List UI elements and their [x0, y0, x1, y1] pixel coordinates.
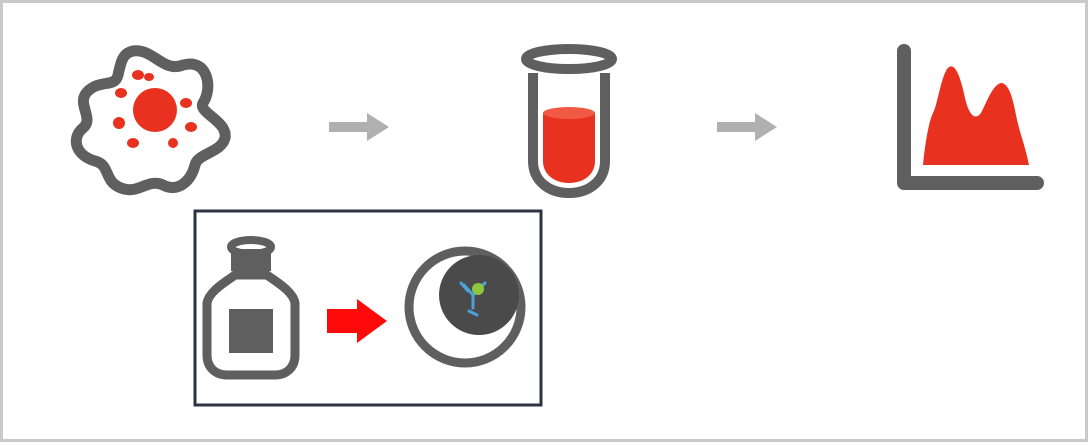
bottle-label — [229, 309, 273, 353]
granule — [132, 70, 144, 80]
granule — [144, 73, 154, 81]
tube-liquid-surface — [543, 107, 595, 119]
sample-tube-icon — [521, 44, 617, 198]
tube-body — [528, 73, 610, 198]
inset-box — [193, 209, 543, 407]
fluorescent-label — [472, 283, 484, 295]
histogram-icon — [897, 44, 1044, 190]
bottle-body — [202, 270, 300, 380]
workflow-diagram — [70, 44, 1044, 407]
granule — [127, 138, 139, 148]
tube-liquid — [543, 113, 595, 183]
histogram-axes — [897, 44, 1044, 190]
antibody-labeled-cell-icon — [404, 246, 526, 368]
arrow-right-icon — [717, 113, 777, 141]
granule — [180, 98, 192, 108]
granule — [168, 138, 178, 148]
bottle-icon — [202, 236, 300, 380]
cell-nucleus — [133, 88, 177, 132]
cell-membrane — [70, 45, 231, 196]
histogram-peaks — [923, 66, 1029, 165]
red-arrow-right-icon — [327, 299, 387, 343]
granule — [115, 88, 127, 98]
granule — [185, 122, 197, 132]
bottle-cap — [231, 249, 271, 271]
tube-rim — [521, 44, 617, 74]
cell-icon — [70, 45, 231, 196]
arrow-right-icon — [329, 113, 389, 141]
granule — [113, 117, 125, 129]
cell-core — [439, 255, 519, 335]
